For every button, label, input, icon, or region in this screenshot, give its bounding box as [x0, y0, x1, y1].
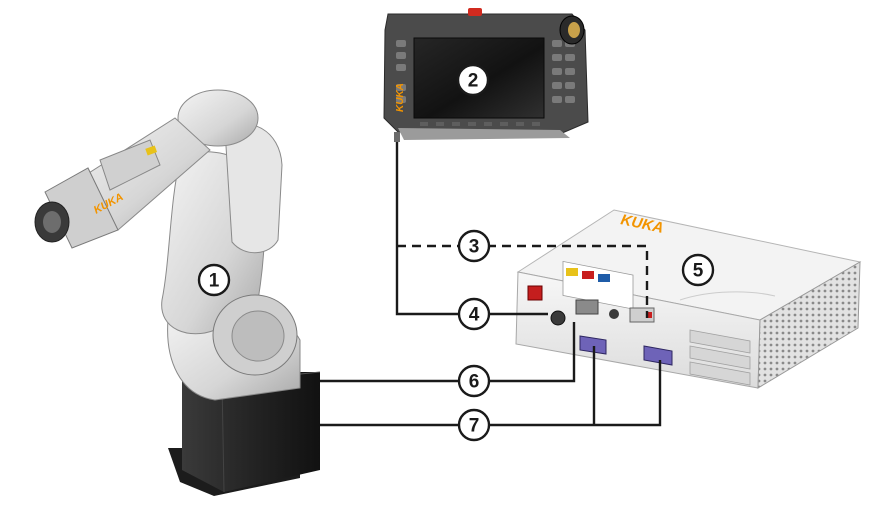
- robot-controller: KUKA: [515, 209, 862, 389]
- callout-6: 6: [457, 364, 491, 398]
- callout-6-label: 6: [469, 372, 480, 393]
- callout-2-label: 2: [468, 71, 479, 92]
- cable-7: [320, 360, 662, 427]
- callout-7: 7: [457, 408, 491, 442]
- power-switch: [527, 285, 543, 301]
- callout-2: 2: [456, 63, 490, 97]
- callout-5-label: 5: [693, 261, 704, 282]
- callout-3-label: 3: [469, 237, 480, 258]
- callout-5: 5: [681, 253, 715, 287]
- robot-base: [182, 372, 320, 492]
- callout-1: 1: [197, 263, 231, 297]
- callout-4: 4: [457, 297, 491, 331]
- emergency-stop-button: [468, 8, 482, 16]
- callout-3: 3: [457, 229, 491, 263]
- callout-4-label: 4: [469, 305, 480, 326]
- pendant-logo: KUKA: [395, 83, 406, 112]
- robot-arm: KUKA: [34, 89, 321, 496]
- callouts: 1 2 3 4 5 6 7: [197, 63, 715, 442]
- callout-7-label: 7: [469, 416, 480, 437]
- cable-pendant: [395, 142, 548, 316]
- cable-6: [320, 322, 576, 383]
- callout-1-label: 1: [209, 271, 220, 292]
- controller-vent-mesh: [757, 261, 861, 389]
